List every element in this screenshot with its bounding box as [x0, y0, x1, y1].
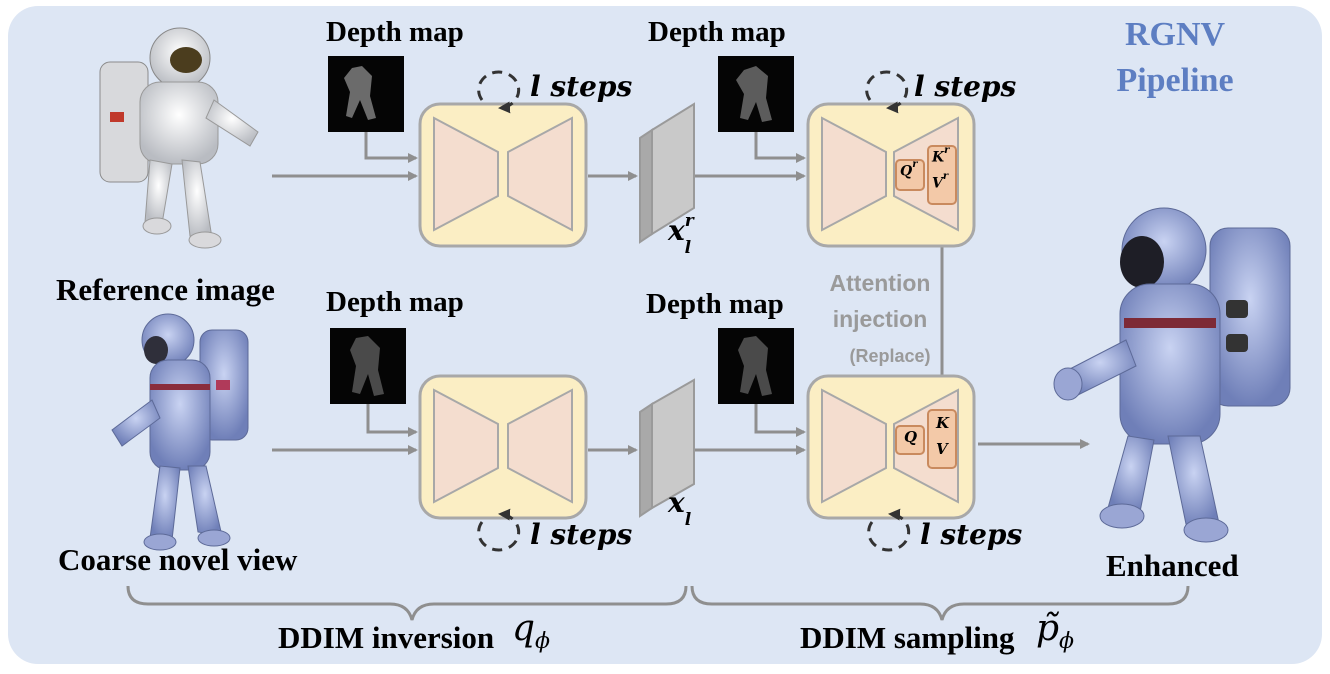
- reference-astronaut-image: [99, 27, 259, 249]
- l-steps-label-3: l steps: [530, 518, 633, 551]
- l-steps-label-4: l steps: [920, 518, 1023, 551]
- latent-label-ref: xrl: [668, 210, 694, 258]
- depth-map-4: [718, 328, 794, 404]
- latent-label-coarse: xl: [668, 486, 692, 530]
- q-coarse-label: Q: [904, 428, 918, 446]
- depth-map-label-3: Depth map: [326, 286, 464, 318]
- depth-map-label-4: Depth map: [646, 288, 784, 320]
- attention-injection-label-2: injection: [832, 306, 928, 332]
- latent-slab-coarse: [639, 378, 695, 518]
- ddim-sampling-label: DDIM sampling: [800, 620, 1015, 655]
- unet-block-sampling-coarse: [806, 374, 976, 520]
- depth-map-3: [330, 328, 406, 404]
- flow-arrows: [272, 132, 1090, 455]
- p-phi-symbol: p̃ϕ: [1036, 608, 1075, 655]
- l-steps-label-1: l steps: [530, 70, 633, 103]
- attention-injection-label-1: Attention: [829, 270, 931, 296]
- q-ref-label: Qr: [900, 159, 918, 180]
- q-phi-symbol: qϕ: [512, 608, 551, 655]
- enhanced-caption: Enhanced: [1106, 548, 1239, 583]
- braces: [126, 585, 1190, 621]
- unet-block-inversion-ref: [418, 102, 588, 248]
- v-ref-label: Vr: [932, 171, 949, 192]
- k-coarse-label: K: [936, 414, 950, 432]
- replace-label: (Replace): [849, 346, 931, 366]
- pipeline-title-line1: RGNV: [1124, 16, 1226, 53]
- ddim-inversion-label: DDIM inversion: [278, 620, 495, 655]
- depth-map-2: [718, 56, 794, 132]
- depth-map-1: [328, 56, 404, 132]
- enhanced-astronaut-image: [1053, 207, 1291, 543]
- unet-block-sampling-ref: [806, 102, 976, 248]
- reference-image-caption: Reference image: [56, 272, 275, 307]
- coarse-novel-view-caption: Coarse novel view: [58, 542, 298, 577]
- unet-block-inversion-coarse: [418, 374, 588, 520]
- pipeline-title-line2: Pipeline: [1116, 62, 1234, 99]
- coarse-astronaut-image: [111, 313, 249, 551]
- k-ref-label: Kr: [932, 145, 950, 166]
- latent-slab-ref: [639, 102, 695, 244]
- depth-map-label-1: Depth map: [326, 16, 464, 48]
- depth-map-label-2: Depth map: [648, 16, 786, 48]
- v-coarse-label: V: [936, 440, 948, 458]
- l-steps-label-2: l steps: [914, 70, 1017, 103]
